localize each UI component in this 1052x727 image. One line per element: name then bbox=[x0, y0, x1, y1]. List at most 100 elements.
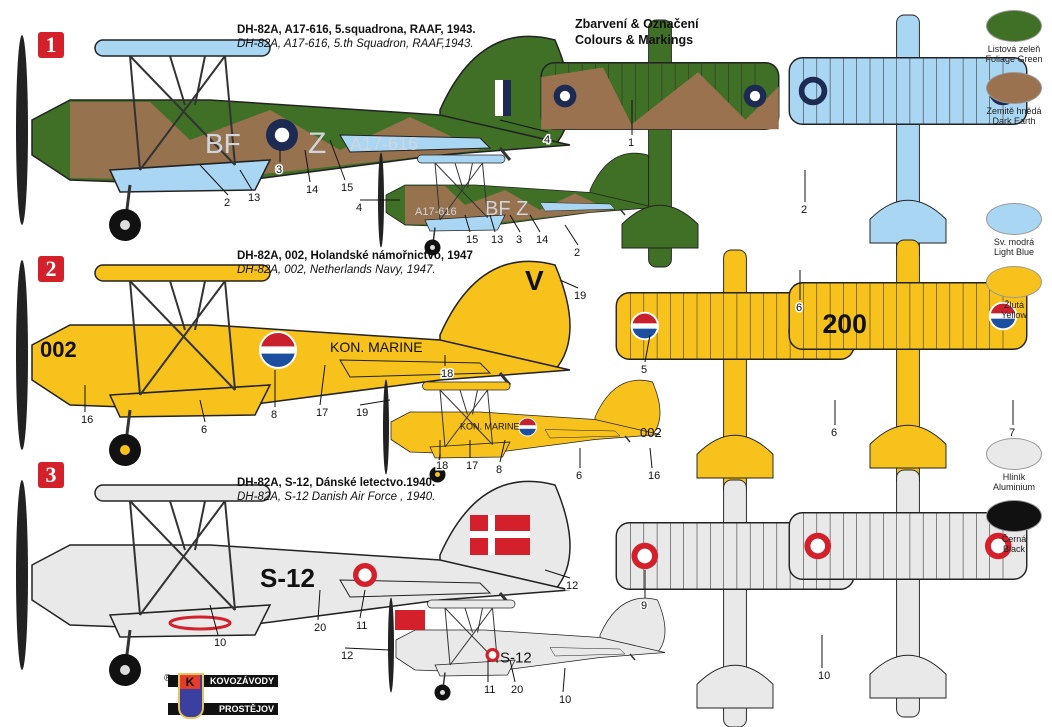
code-s12: S-12 bbox=[260, 563, 315, 593]
callout-number: 8 bbox=[496, 464, 502, 476]
callout-number: 6 bbox=[796, 302, 802, 314]
leader-line bbox=[317, 589, 321, 621]
legend-cz: Hliník bbox=[1002, 472, 1026, 482]
strut bbox=[139, 280, 226, 396]
strut bbox=[224, 280, 236, 391]
tailskid bbox=[498, 147, 512, 161]
profile-2-badge: 2 bbox=[38, 256, 64, 282]
heading-cz: Zbarvení & Označení bbox=[575, 17, 699, 31]
strut bbox=[444, 607, 451, 666]
wing-roundel-red bbox=[631, 312, 659, 326]
wing-roundel-right-centre bbox=[990, 538, 1006, 554]
code-002: 002 bbox=[40, 337, 77, 362]
callout-number: 19 bbox=[574, 290, 586, 302]
tailskid bbox=[619, 208, 626, 216]
profile-1-subtitle: DH-82A, A17-616, 5.th Squadron, RAAF,194… bbox=[237, 38, 474, 50]
code-002-small: 002 bbox=[640, 425, 662, 440]
side-profile: S-12 bbox=[16, 480, 571, 686]
strut bbox=[129, 280, 141, 396]
leader-line bbox=[559, 279, 579, 289]
callout-number: 6 bbox=[831, 427, 837, 439]
leader-line bbox=[564, 224, 579, 246]
strut bbox=[477, 607, 483, 633]
legend-en: Dark Earth bbox=[992, 116, 1036, 126]
upper-wing bbox=[422, 381, 511, 391]
leader-line bbox=[509, 659, 516, 683]
tailplane bbox=[339, 134, 492, 153]
tailplane bbox=[869, 199, 947, 244]
legend-cz: Černá bbox=[1001, 534, 1027, 544]
upper-wing bbox=[427, 599, 516, 609]
upper-wing bbox=[417, 154, 506, 164]
colour-swatch bbox=[986, 10, 1042, 42]
legend-cz: Sv. modrá bbox=[993, 237, 1035, 247]
profile-3-badge: 3 bbox=[38, 462, 64, 488]
callout-number: 19 bbox=[356, 407, 368, 419]
code-z: Z bbox=[308, 127, 326, 160]
wing bbox=[788, 512, 1028, 580]
callout-number: 8 bbox=[271, 409, 277, 421]
propeller bbox=[16, 35, 28, 225]
propeller bbox=[16, 480, 28, 670]
side-profile: S-12 bbox=[388, 597, 666, 701]
fuselage bbox=[31, 324, 571, 411]
legend-cz: Žlutá bbox=[1003, 300, 1024, 310]
propeller bbox=[16, 260, 28, 450]
strut bbox=[169, 280, 186, 331]
callout-number: 13 bbox=[491, 234, 503, 246]
strut bbox=[224, 55, 236, 166]
colour-swatch bbox=[986, 438, 1042, 470]
strut bbox=[129, 500, 141, 616]
callout-number: 11 bbox=[356, 620, 367, 632]
kovozavody-logo: KOVOZÁVODY PROSTĚJOV K ® bbox=[164, 673, 278, 719]
serial-small: A17-616 bbox=[415, 206, 457, 218]
wing-roundel-left-centre bbox=[810, 538, 826, 554]
camouflage bbox=[541, 67, 779, 130]
registered-mark: ® bbox=[164, 673, 172, 684]
tailplane bbox=[696, 434, 774, 479]
callout-number: 12 bbox=[566, 580, 578, 592]
bottom-view-1 bbox=[788, 14, 1028, 263]
wing-roundel-red bbox=[989, 302, 1017, 316]
leader-line bbox=[464, 214, 471, 233]
strut bbox=[454, 162, 463, 188]
code-small: BF Z bbox=[485, 198, 528, 220]
bottom-view-2: 200 bbox=[788, 239, 1028, 488]
strut bbox=[467, 162, 473, 188]
leader-line bbox=[649, 447, 653, 469]
callout-number: 5 bbox=[641, 364, 647, 376]
wing-roundel-blue bbox=[631, 326, 659, 340]
leader-line bbox=[329, 139, 346, 181]
upper-wing bbox=[94, 484, 271, 502]
kon-marine: KON. MARINE bbox=[330, 339, 423, 355]
callout-number: 10 bbox=[214, 637, 226, 649]
top-view-1 bbox=[540, 19, 780, 268]
tailplane bbox=[869, 424, 947, 469]
callout-number: 4 bbox=[356, 202, 362, 214]
heading-en: Colours & Markings bbox=[575, 33, 694, 47]
callout-number: 12 bbox=[341, 650, 353, 662]
callout-number: 14 bbox=[306, 184, 318, 196]
wheel-hub bbox=[120, 445, 130, 455]
callout-number: 15 bbox=[466, 234, 478, 246]
callout-number: 2 bbox=[574, 247, 580, 259]
callout-number: 7 bbox=[1009, 427, 1015, 439]
leader-line bbox=[209, 604, 219, 636]
strut bbox=[439, 162, 483, 221]
strut bbox=[194, 280, 206, 331]
tail-fin bbox=[439, 260, 571, 371]
fin-cross-small bbox=[395, 610, 425, 630]
profile-2-subtitle: DH-82A, 002, Netherlands Navy, 1947. bbox=[237, 264, 436, 276]
leader-line bbox=[544, 569, 571, 579]
leader-line bbox=[359, 399, 391, 406]
strut bbox=[464, 607, 473, 633]
